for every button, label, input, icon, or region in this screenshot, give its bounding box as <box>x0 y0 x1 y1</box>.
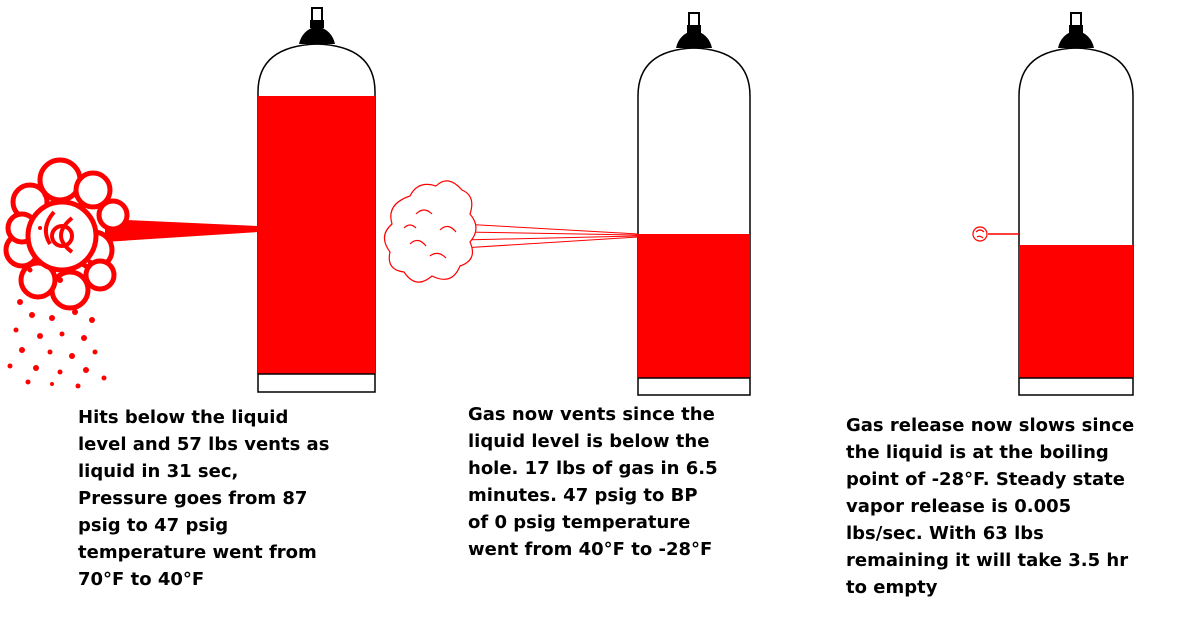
valve-icon <box>299 7 335 44</box>
valve-icon <box>676 12 712 48</box>
cylinder-3 <box>1018 12 1134 396</box>
liquid-jet <box>105 219 258 242</box>
gas-cloud-icon <box>383 180 477 283</box>
cylinder-1 <box>257 7 376 393</box>
valve-icon <box>1058 12 1094 48</box>
spray-cloud-inner <box>43 210 74 254</box>
vapor-puff-icon <box>972 226 988 242</box>
gas-streak <box>461 223 639 249</box>
stage-2-caption: Gas now vents since the liquid level is … <box>468 404 718 560</box>
spray-droplets <box>7 192 107 389</box>
liquid-fill <box>1019 245 1133 378</box>
liquid-fill <box>638 234 750 378</box>
stage-3-caption: Gas release now slows since the liquid i… <box>846 415 1135 598</box>
cylinder-2 <box>637 12 751 396</box>
liquid-fill <box>258 96 375 374</box>
stage-1-caption: Hits below the liquid level and 57 lbs v… <box>78 407 330 590</box>
